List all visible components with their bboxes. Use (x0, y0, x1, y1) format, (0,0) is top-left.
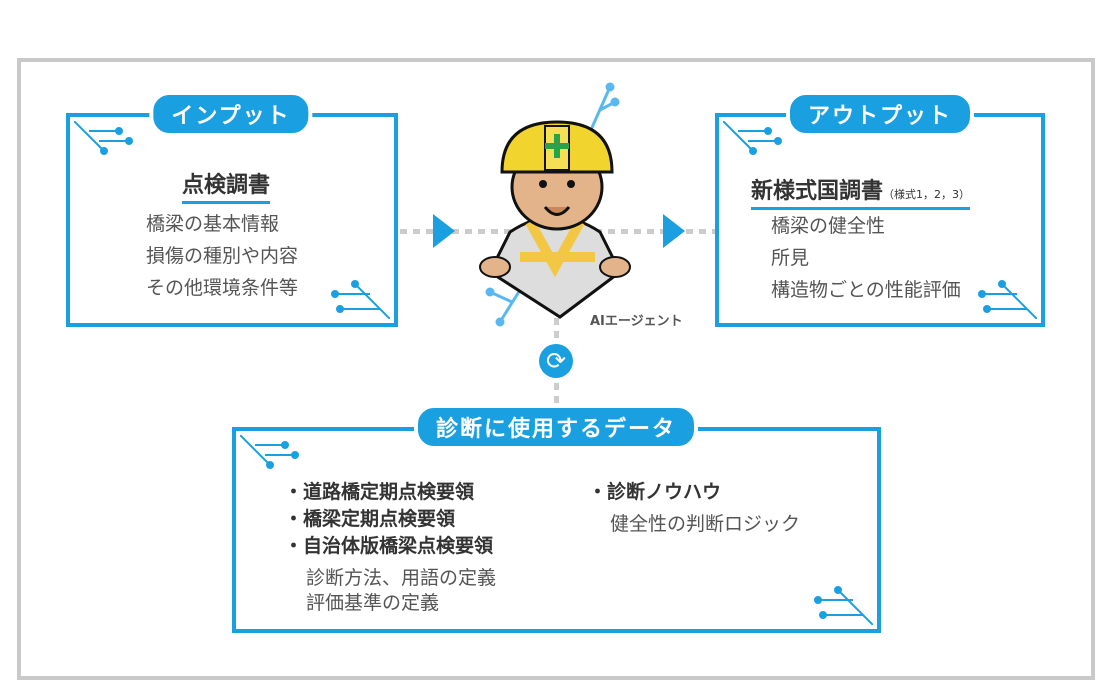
circuit-icon (814, 586, 873, 625)
circuit-icon (978, 280, 1037, 319)
output-label: アウトプット (785, 91, 975, 137)
data-item: ・自治体版橋梁点検要領 (284, 535, 494, 557)
input-box: 点検調書 橋梁の基本情報 損傷の種別や内容 その他環境条件等 (66, 113, 398, 327)
diagram-frame (17, 58, 1095, 680)
arrow-right-icon (433, 214, 455, 248)
data-note: 健全性の判断ロジック (610, 513, 801, 535)
output-item: 構造物ごとの性能評価 (771, 279, 961, 301)
sync-icon: ⟳ (539, 344, 573, 378)
circuit-icon (74, 121, 133, 155)
output-title-text: 新様式国調書 (751, 179, 884, 204)
data-item: ・橋梁定期点検要領 (284, 508, 456, 530)
data-box: ・道路橋定期点検要領 ・橋梁定期点検要領 ・自治体版橋梁点検要領 診断方法、用語… (232, 427, 881, 633)
circuit-icon (723, 121, 782, 155)
input-item: 橋梁の基本情報 (146, 213, 280, 235)
data-note: 診断方法、用語の定義 (306, 567, 497, 589)
input-label: インプット (149, 91, 313, 137)
output-box: 新様式国調書（様式1，2，3） 橋梁の健全性 所見 構造物ごとの性能評価 (715, 113, 1045, 327)
agent-label: AIエージェント (590, 314, 683, 329)
circuit-icon (240, 435, 299, 469)
data-item: ・診断ノウハウ (588, 481, 722, 503)
input-item: その他環境条件等 (146, 277, 299, 299)
ai-agent-illustration (479, 82, 631, 327)
circuit-icon (331, 280, 390, 319)
input-title: 点検調書 (182, 167, 271, 204)
output-item: 橋梁の健全性 (771, 215, 886, 237)
data-note: 評価基準の定義 (306, 592, 440, 614)
data-item: ・道路橋定期点検要領 (284, 481, 475, 503)
output-title: 新様式国調書（様式1，2，3） (751, 173, 971, 210)
input-item: 損傷の種別や内容 (146, 245, 299, 267)
output-title-note: （様式1，2，3） (883, 188, 971, 201)
data-label: 診断に使用するデータ (413, 404, 699, 450)
output-item: 所見 (771, 247, 810, 269)
arrow-right-icon (663, 214, 685, 248)
